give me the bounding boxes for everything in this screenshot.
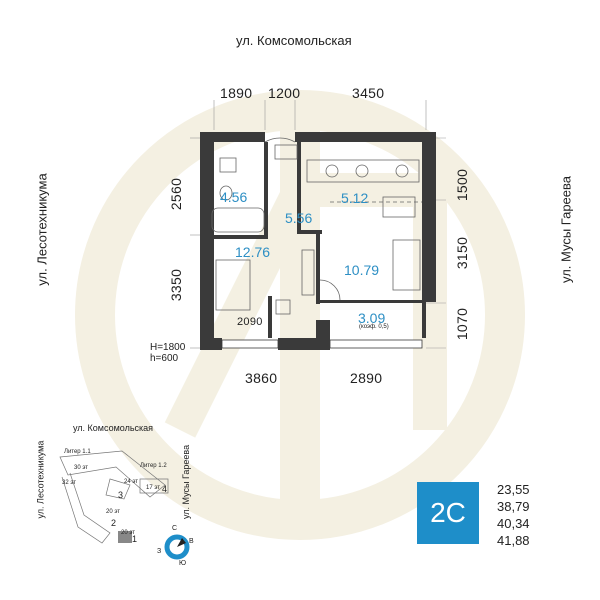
area-kitchen: 5.12 [341, 190, 369, 206]
compass-icon [164, 534, 190, 560]
keyplan-liter1: Литер 1.1 [64, 449, 91, 455]
keyplan-section-1: 1 [132, 534, 138, 544]
area-bedroom: 12.76 [235, 244, 271, 260]
height-H: H=1800 [150, 342, 186, 353]
dim-right-3: 1070 [454, 307, 471, 341]
balcony-note: (коэф. 0,5) [359, 324, 389, 330]
street-right: ул. Мусы Гареева [558, 175, 574, 284]
compass-w: З [157, 548, 162, 555]
height-h: h=600 [150, 353, 179, 364]
area-value-1: 23,55 [497, 482, 530, 497]
area-living: 10.79 [344, 262, 380, 278]
keyplan-section-4: 4 [162, 484, 168, 494]
dim-top-3: 3450 [352, 85, 385, 101]
keyplan-floor-4: 17 эт [146, 485, 161, 491]
keyplan-liter2: Литер 1.2 [140, 463, 167, 469]
keyplan-map [59, 450, 169, 544]
keyplan-street-left: ул. Лесотехникума [35, 440, 46, 519]
dim-bottom-1: 3860 [245, 370, 278, 386]
keyplan-floor-2: 32 эт [62, 480, 77, 486]
dim-left-2: 3350 [168, 268, 185, 302]
area-hall: 5.56 [285, 210, 313, 226]
area-value-3: 40,34 [497, 516, 530, 531]
keyplan-floor-5: 20 эт [106, 509, 121, 515]
area-bath: 4.56 [220, 189, 248, 205]
keyplan-floor-6: 20 эт [121, 530, 136, 536]
compass-s: Ю [179, 560, 187, 567]
apartment-type-label: 2С [430, 497, 466, 528]
keyplan-street-top: ул. Комсомольская [73, 423, 154, 433]
floor-plan [190, 100, 446, 350]
apartment-type-badge [417, 482, 479, 544]
area-value-4: 41,88 [497, 533, 530, 548]
dim-top-2: 1200 [268, 85, 301, 101]
dim-inner: 2090 [237, 316, 263, 328]
keyplan-floor-3: 24 эт [124, 479, 139, 485]
keyplan-section-2: 2 [111, 518, 117, 528]
keyplan-floor-1: 30 эт [74, 465, 89, 471]
keyplan-section-3: 3 [118, 490, 124, 500]
compass-e: В [189, 538, 194, 545]
dim-right-1: 1500 [454, 168, 471, 202]
dim-top-1: 1890 [220, 85, 253, 101]
area-value-2: 38,79 [497, 499, 530, 514]
dim-bottom-2: 2890 [350, 370, 383, 386]
street-left: ул. Лесотехникума [34, 173, 50, 286]
street-top: ул. Комсомольская [236, 33, 352, 48]
compass-n: С [172, 525, 178, 532]
dim-right-2: 3150 [454, 236, 471, 270]
keyplan-street-right: ул. Мусы Гареева [181, 444, 191, 519]
area-balcony: 3.09 [358, 310, 386, 326]
dim-left-1: 2560 [168, 177, 185, 211]
